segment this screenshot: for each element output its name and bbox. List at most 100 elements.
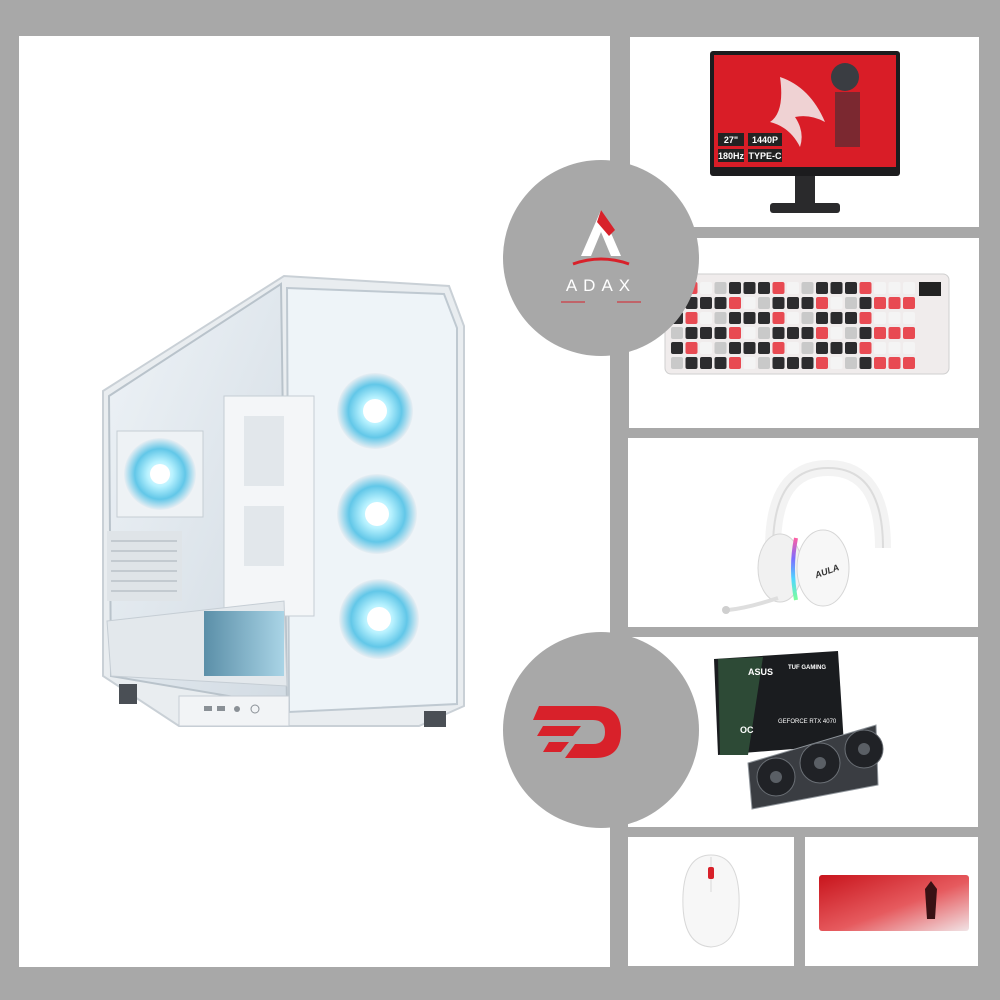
keycap — [845, 312, 857, 324]
keycap — [801, 342, 814, 354]
keycap — [787, 297, 799, 309]
keycap — [874, 357, 886, 369]
keycap — [801, 297, 814, 309]
keycap — [671, 327, 683, 339]
keycap — [729, 297, 741, 309]
keycap — [903, 342, 915, 354]
keycap — [700, 297, 712, 309]
keycap — [714, 327, 727, 339]
keycap — [903, 312, 915, 324]
keycap — [700, 312, 712, 324]
keycap — [758, 327, 770, 339]
red-mousepad-icon — [819, 875, 969, 931]
keycap — [772, 327, 785, 339]
monitor-spec-refresh: 180Hz — [718, 151, 745, 161]
keycap — [830, 357, 843, 369]
keycap — [729, 282, 741, 294]
keycap — [743, 342, 756, 354]
keycap — [830, 327, 843, 339]
gpu-box-model: GEFORCE RTX 4070 — [778, 719, 837, 725]
keycap — [845, 282, 857, 294]
keycap — [903, 282, 915, 294]
keycap — [888, 357, 901, 369]
keycap — [758, 297, 770, 309]
keycap — [743, 282, 756, 294]
keycap — [758, 357, 770, 369]
keycap — [714, 297, 727, 309]
keycap — [859, 327, 872, 339]
mousepad-panel[interactable] — [805, 837, 978, 966]
keycap — [816, 297, 828, 309]
keycap — [874, 342, 886, 354]
keycap — [903, 327, 915, 339]
keycap — [801, 357, 814, 369]
d-logo-badge — [503, 632, 699, 828]
keycap — [700, 282, 712, 294]
keycap — [816, 312, 828, 324]
white-gaming-mouse-icon — [682, 854, 740, 948]
keycap — [888, 282, 901, 294]
keycap — [700, 327, 712, 339]
adax-logo-icon — [561, 210, 641, 303]
keycap — [758, 282, 770, 294]
white-pc-case-icon — [102, 274, 465, 727]
keycap — [874, 282, 886, 294]
keycap — [888, 327, 901, 339]
keycap — [830, 342, 843, 354]
mouse-panel[interactable] — [628, 837, 794, 966]
keycap — [758, 342, 770, 354]
keycap — [685, 342, 698, 354]
keycap — [859, 357, 872, 369]
keycap — [830, 282, 843, 294]
monitor-spec-resolution: 1440P — [752, 135, 778, 145]
keycap — [903, 357, 915, 369]
keycap — [700, 357, 712, 369]
keycap — [816, 342, 828, 354]
monitor-spec-port: TYPE-C — [748, 151, 782, 161]
keycap — [787, 312, 799, 324]
gpu-box-brand: ASUS — [748, 667, 773, 677]
keycap — [743, 297, 756, 309]
keycap — [671, 342, 683, 354]
keycap — [729, 357, 741, 369]
keycap — [772, 357, 785, 369]
monitor-panel[interactable]: 27" 1440P 180Hz TYPE-C — [630, 37, 979, 227]
keycap — [787, 282, 799, 294]
keycap — [787, 327, 799, 339]
adax-logo-text: ADAX — [565, 276, 637, 295]
keycap — [845, 297, 857, 309]
keycap — [816, 357, 828, 369]
keycap — [772, 282, 785, 294]
mechanical-keyboard-icon — [664, 273, 950, 375]
keycap — [859, 312, 872, 324]
keycap — [859, 297, 872, 309]
keycap — [845, 357, 857, 369]
keycap — [772, 342, 785, 354]
keycap — [845, 342, 857, 354]
keycap — [874, 312, 886, 324]
keycap — [671, 357, 683, 369]
keycap — [743, 327, 756, 339]
keycap — [801, 282, 814, 294]
gaming-monitor-icon: 27" 1440P 180Hz TYPE-C — [710, 51, 900, 213]
keycap — [758, 312, 770, 324]
keycap — [801, 327, 814, 339]
keycap — [685, 357, 698, 369]
keycap — [714, 282, 727, 294]
keycap — [714, 357, 727, 369]
white-gaming-headset-icon: AULA — [722, 459, 891, 614]
keycap — [830, 297, 843, 309]
gpu-box-edition: OC — [740, 725, 754, 735]
pc-case-panel[interactable] — [19, 36, 610, 967]
keycap — [729, 312, 741, 324]
keycap — [714, 342, 727, 354]
keycap — [859, 342, 872, 354]
keycap — [816, 282, 828, 294]
headset-panel[interactable]: AULA — [628, 438, 978, 627]
keyboard-panel[interactable] — [629, 238, 979, 428]
keycap — [685, 312, 698, 324]
keycap — [743, 312, 756, 324]
keycap — [729, 342, 741, 354]
keycap — [685, 327, 698, 339]
d-logo-icon — [533, 706, 621, 758]
